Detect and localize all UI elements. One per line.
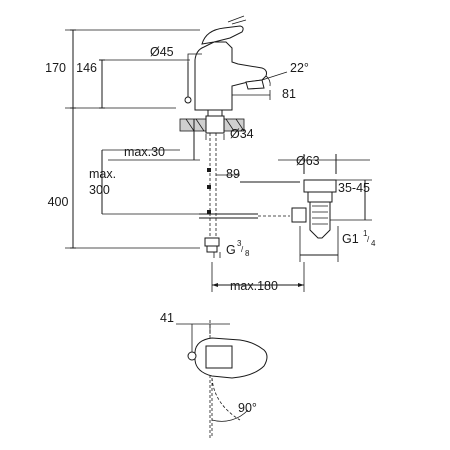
drain-rod [199, 213, 290, 219]
dim-waste-thread-num: 1 [363, 229, 368, 238]
dim-max-300: 300 [89, 183, 110, 197]
waste-valve [291, 179, 337, 239]
handle-top-view [176, 320, 268, 440]
dim-connection-den: 8 [245, 249, 250, 258]
dim-waste-thread: G1 [342, 232, 359, 246]
dimension-labels: 170 146 Ø45 22° 81 Ø34 max.30 max. 300 8… [45, 45, 376, 415]
dim-hole-diameter: Ø34 [230, 127, 254, 141]
dim-90-degree: 90° [238, 401, 257, 415]
dim-waste-thread-den: 4 [371, 239, 376, 248]
dim-max-prefix: max. [89, 167, 116, 181]
dim-connection-thread: G [226, 243, 236, 257]
dim-connection-slash: / [241, 245, 244, 254]
hoses [204, 133, 220, 253]
dim-connection-num: 3 [237, 239, 242, 248]
dim-170: 170 [45, 61, 66, 75]
dim-max-180: max.180 [230, 279, 278, 293]
dim-spout-angle: 22° [290, 61, 309, 75]
dim-400: 400 [48, 195, 69, 209]
dim-waste-diameter: Ø63 [296, 154, 320, 168]
dimension-lines [65, 29, 372, 292]
dim-max-30: max.30 [124, 145, 165, 159]
dim-41: 41 [160, 311, 174, 325]
dim-waste-range: 35-45 [338, 181, 370, 195]
dim-handle-diameter: Ø45 [150, 45, 174, 59]
counter-top [179, 115, 245, 134]
faucet-side-view [184, 15, 267, 125]
dim-89: 89 [226, 167, 240, 181]
dim-spout-reach: 81 [282, 87, 296, 101]
dim-waste-thread-slash: / [367, 235, 370, 244]
dim-146: 146 [76, 61, 97, 75]
